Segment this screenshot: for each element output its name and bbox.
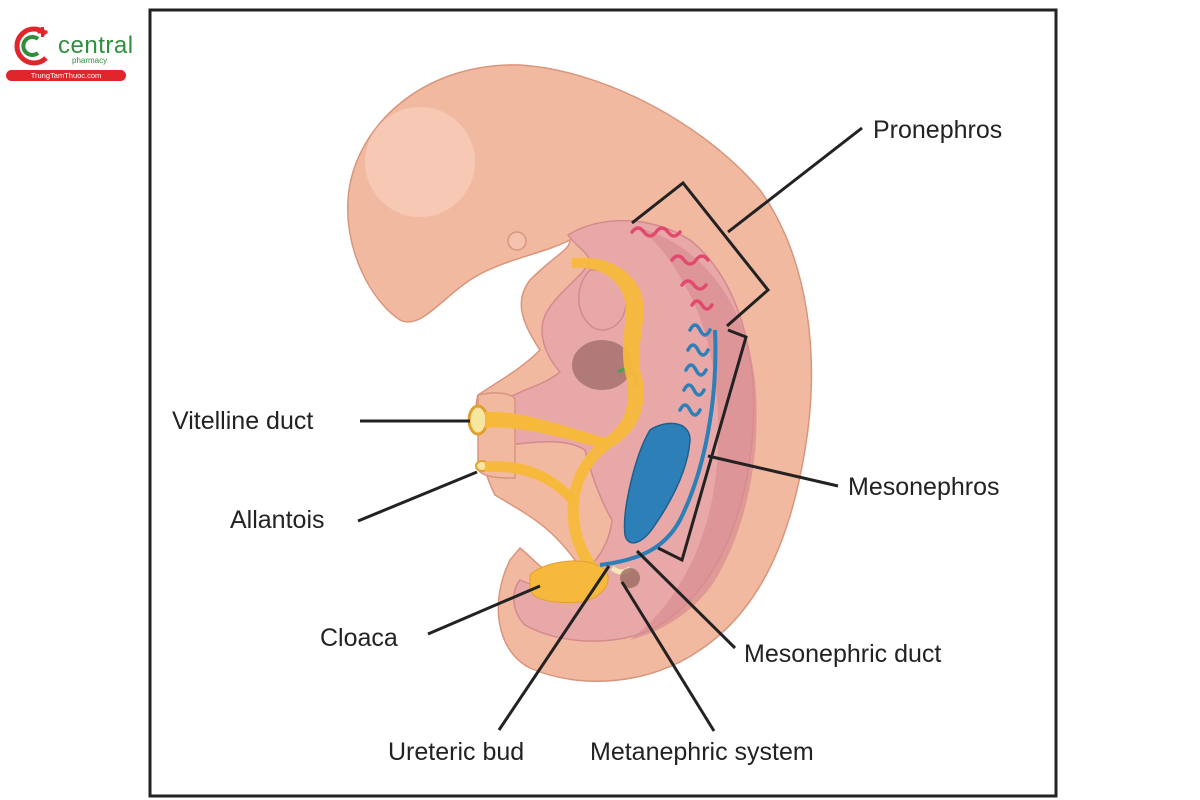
label-mesonephros: Mesonephros — [848, 473, 999, 501]
metanephric-leader — [620, 581, 716, 732]
eye-placode — [507, 231, 527, 251]
logo-url-bar: TrungTamThuoc.com — [6, 70, 126, 81]
primitive-gut — [567, 257, 644, 575]
allantois-leader — [357, 470, 478, 523]
label-pronephros: Pronephros — [873, 116, 1002, 144]
label-cloaca: Cloaca — [320, 624, 398, 652]
head-highlight — [365, 107, 475, 217]
metanephric-blastema — [620, 568, 640, 588]
label-metanephric-system: Metanephric system — [590, 738, 814, 766]
mesonephros-bracket — [657, 328, 748, 563]
pronephros-bracket — [631, 180, 771, 328]
liver-organ — [572, 340, 632, 390]
logo-subtitle: pharmacy — [72, 56, 108, 65]
pronephros-tubules — [630, 226, 714, 311]
central-pharmacy-logo: central pharmacy TrungTamThuoc.com — [6, 22, 133, 82]
logo-name: central — [58, 32, 134, 59]
label-mesonephric-duct: Mesonephric duct — [744, 640, 941, 668]
mesonephros-leader — [707, 454, 839, 488]
mesonephros-tubules — [678, 323, 712, 417]
pharmacy-cross-icon — [14, 26, 48, 66]
pronephros-leader — [727, 126, 863, 234]
posterior-wall — [630, 228, 757, 640]
label-vitelline-duct: Vitelline duct — [172, 407, 313, 435]
vitelline-duct-tube — [485, 411, 612, 450]
allantois-tube — [485, 461, 578, 505]
ureteric-bud-leader — [497, 565, 611, 731]
mesonephros-body — [623, 422, 691, 544]
label-ureteric-bud: Ureteric bud — [388, 738, 524, 766]
mesonephric-duct-leader — [635, 549, 737, 650]
cloaca-leader — [427, 584, 541, 636]
cloaca-sac — [529, 560, 609, 603]
vitelline-opening — [467, 404, 489, 436]
label-allantois: Allantois — [230, 506, 325, 534]
